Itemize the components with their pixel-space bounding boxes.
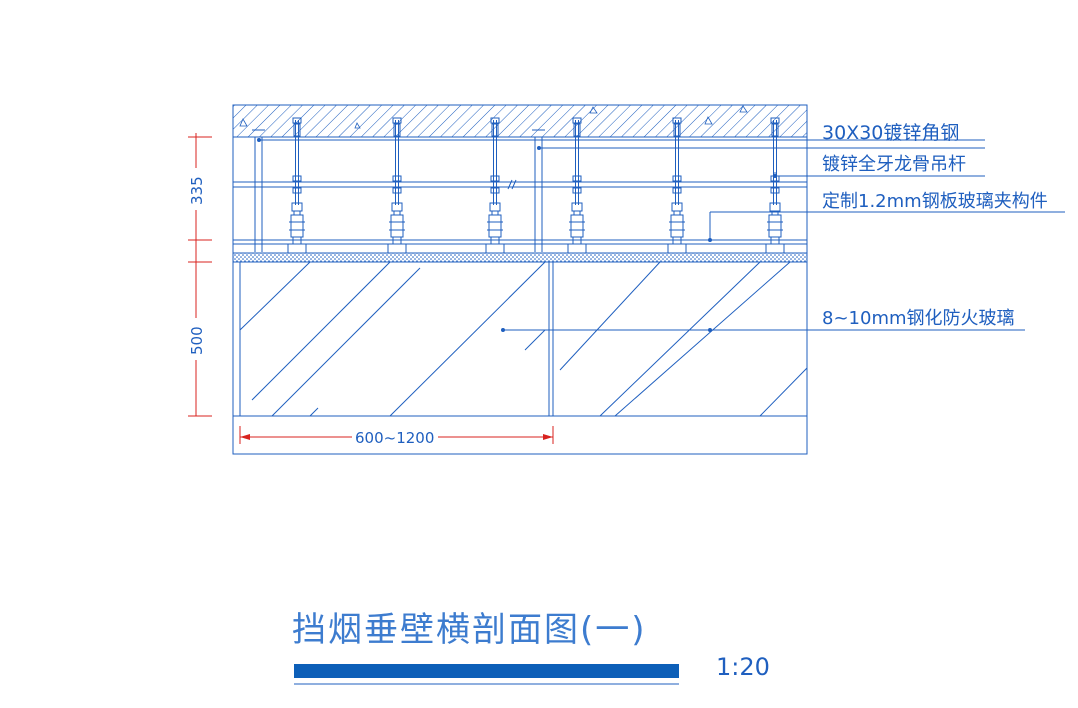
callout-angle-steel: 30X30镀锌角钢	[822, 122, 959, 144]
dimension-upper-height: 335	[188, 176, 206, 205]
callout-glass: 8~10mm钢化防火玻璃	[822, 308, 1015, 329]
hanger-rod-2	[387, 117, 407, 254]
hanger-rod-5	[667, 117, 687, 254]
glass-panels	[233, 261, 808, 417]
dimension-glass-height: 500	[188, 326, 206, 355]
hanger-rod-4	[567, 117, 587, 254]
drawing-scale: 1:20	[716, 653, 770, 681]
horizontal-keel	[233, 179, 807, 190]
callout-clamp: 定制1.2mm钢板玻璃夹构件	[822, 191, 1048, 212]
concrete-slab	[232, 104, 808, 138]
clamp-band	[232, 252, 808, 263]
hanger-rod-1	[287, 117, 307, 254]
hanger-rods	[287, 117, 785, 254]
callout-hanger-rod: 镀锌全牙龙骨吊杆	[822, 154, 966, 175]
dimension-glass-width: 600~1200	[355, 429, 434, 447]
title-underline-bar	[294, 664, 679, 678]
hanger-rod-6	[765, 117, 785, 254]
bottom-rail	[233, 239, 807, 245]
hanger-rod-3	[485, 117, 505, 254]
leader-lines	[259, 139, 1065, 332]
drawing-frame	[232, 104, 808, 455]
drawing-title: 挡烟垂壁横剖面图(一)	[292, 610, 647, 650]
